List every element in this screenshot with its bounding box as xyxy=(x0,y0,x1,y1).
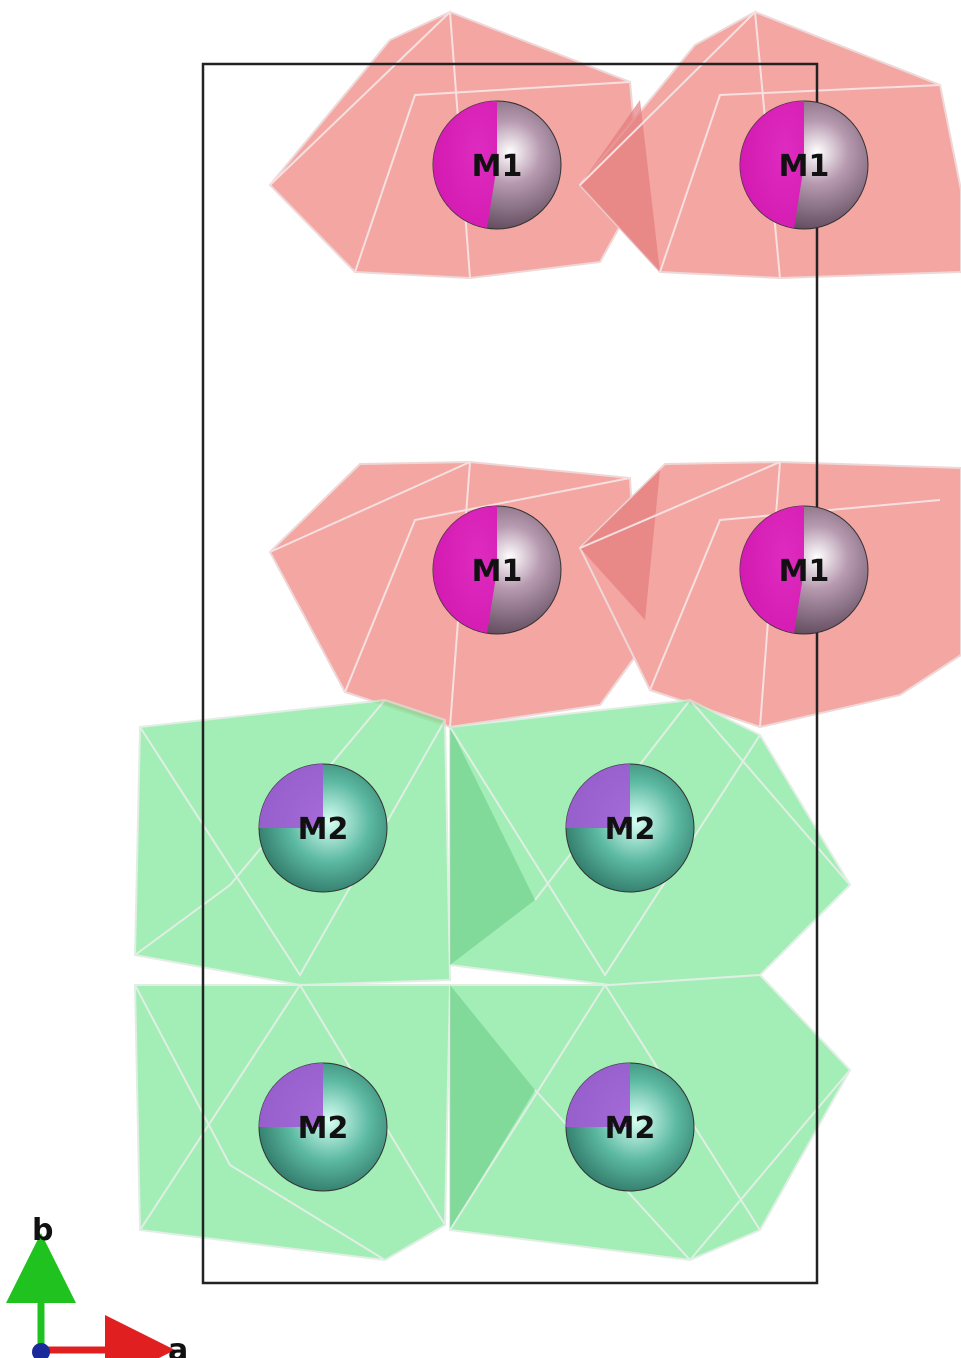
atom-m2: M2 xyxy=(565,763,695,893)
atom-m2: M2 xyxy=(565,1062,695,1192)
m1-polyhedra-layer xyxy=(268,9,961,729)
unit-cell-outline xyxy=(201,62,819,1285)
axes-indicator: b a xyxy=(6,1213,188,1358)
atom-m1: M1 xyxy=(739,505,869,635)
atom-m2: M2 xyxy=(258,1062,388,1192)
atom-label: M1 xyxy=(779,554,830,589)
atom-label: M1 xyxy=(472,149,523,184)
a-axis-label: a xyxy=(168,1333,188,1358)
atom-m1: M1 xyxy=(432,100,562,230)
atom-m1: M1 xyxy=(739,100,869,230)
atom-label: M2 xyxy=(298,1111,349,1146)
c-axis-dot xyxy=(32,1343,50,1358)
atom-label: M2 xyxy=(605,812,656,847)
atom-m1: M1 xyxy=(432,505,562,635)
atom-label: M1 xyxy=(472,554,523,589)
atom-label: M2 xyxy=(605,1111,656,1146)
atom-label: M1 xyxy=(779,149,830,184)
atom-label: M2 xyxy=(298,812,349,847)
atom-m2: M2 xyxy=(258,763,388,893)
b-axis-label: b xyxy=(32,1213,53,1248)
m2-polyhedra-layer xyxy=(133,698,852,1262)
